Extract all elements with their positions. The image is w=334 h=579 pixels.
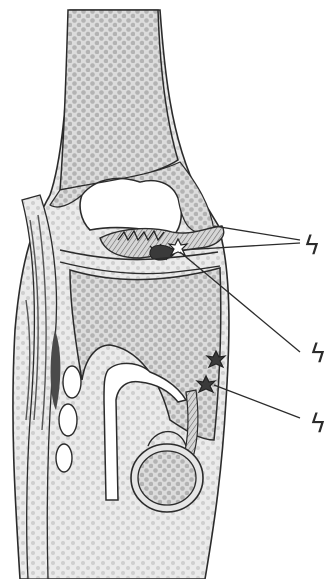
pointer-line-1a	[214, 226, 300, 240]
lightning-marker-2: ϟ	[309, 339, 326, 369]
bursa-oval	[63, 366, 81, 398]
pointer-line-3	[214, 385, 300, 418]
lightning-marker-3: ϟ	[309, 409, 326, 439]
cross-section-ring	[138, 451, 196, 505]
bursa-oval	[56, 444, 72, 472]
bursa-oval	[59, 404, 77, 436]
lightning-marker-1: ϟ	[303, 231, 320, 261]
